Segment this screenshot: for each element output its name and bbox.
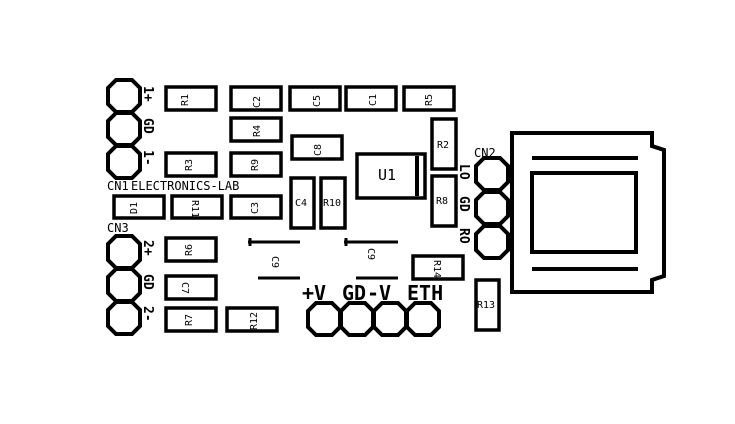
cn3-pad-3 — [106, 300, 142, 336]
svg-text:C9: C9 — [365, 248, 376, 260]
d1: D1 — [112, 194, 166, 220]
cn3-label: CN3 — [107, 221, 129, 235]
c3: C3 — [229, 194, 283, 220]
cn3-header: 2+ GD 2- — [106, 234, 155, 336]
r4: R4 — [229, 116, 283, 143]
svg-text:C8: C8 — [313, 144, 324, 156]
bottom-pad-2 — [339, 301, 375, 337]
r10: R10 — [319, 176, 347, 230]
cn3-pin-2-label: GD — [140, 274, 155, 290]
cn1-pad-3 — [106, 144, 142, 180]
svg-text:C3: C3 — [250, 202, 261, 214]
cn2-pad-3 — [474, 224, 510, 260]
svg-text:C1: C1 — [368, 94, 379, 106]
cn3-pad-1 — [106, 234, 142, 270]
cn2-pin-2-label: GD — [456, 196, 471, 212]
svg-text:R8: R8 — [436, 196, 448, 207]
c9-right: C9 — [344, 238, 398, 280]
r11: R11 — [170, 194, 224, 220]
svg-text:C9: C9 — [269, 256, 280, 268]
svg-text:R7: R7 — [184, 314, 195, 326]
cn2-pad-1 — [474, 156, 510, 192]
r8: R8 — [430, 174, 458, 228]
cn3-pin-3-label: 2- — [140, 306, 155, 322]
r2: R2 — [430, 117, 458, 171]
svg-text:R1: R1 — [180, 94, 191, 106]
svg-text:R4: R4 — [252, 125, 263, 137]
r3: R3 — [164, 151, 218, 178]
cn3-pad-2 — [106, 267, 142, 303]
bottom-header — [306, 301, 441, 337]
cn1-pin-3-label: 1- — [140, 150, 155, 166]
cn1-header: 1+ GD 1- — [106, 78, 155, 180]
cn2-pad-2 — [474, 190, 510, 226]
cn1-pin-1-label: 1+ — [140, 86, 155, 102]
c1: C1 — [344, 85, 398, 112]
u1: U1 — [355, 152, 427, 200]
svg-text:U1: U1 — [378, 166, 396, 184]
c9-left: C9 — [248, 238, 300, 280]
svg-text:R13: R13 — [477, 300, 495, 311]
cn1-pad-2 — [106, 111, 142, 147]
bottom-pad-3 — [372, 301, 408, 337]
r7: R7 — [164, 306, 218, 333]
c8: C8 — [290, 134, 344, 161]
r14: R14 — [411, 254, 465, 281]
cn3-pin-1-label: 2+ — [140, 240, 155, 256]
cn2-pin-3-label: RO — [456, 228, 471, 244]
bottom-pad-4 — [405, 301, 441, 337]
cn1-pad-1 — [106, 78, 142, 114]
r6: R6 — [164, 236, 218, 263]
r9: R9 — [229, 151, 283, 178]
svg-text:C7: C7 — [179, 282, 190, 294]
svg-text:R3: R3 — [184, 159, 195, 171]
svg-text:D1: D1 — [129, 202, 140, 214]
svg-text:R10: R10 — [323, 198, 341, 209]
c2: C2 — [229, 85, 283, 112]
svg-text:R6: R6 — [184, 244, 195, 256]
cn1-label: CN1 — [107, 179, 129, 193]
cn1-pin-2-label: GD — [140, 118, 155, 134]
svg-text:R9: R9 — [250, 159, 261, 171]
svg-text:R14: R14 — [431, 260, 442, 278]
r5: R5 — [402, 85, 456, 112]
svg-text:R2: R2 — [437, 140, 449, 151]
svg-text:R12: R12 — [249, 312, 260, 330]
c7: C7 — [164, 274, 218, 301]
svg-text:C2: C2 — [252, 96, 263, 108]
bottom-pad-1 — [306, 301, 342, 337]
r13: R13 — [474, 278, 501, 332]
svg-text:R11: R11 — [189, 200, 200, 218]
brand-label: ELECTRONICS-LAB — [131, 179, 239, 193]
svg-text:C5: C5 — [312, 95, 323, 107]
svg-text:C4: C4 — [295, 198, 307, 209]
c5: C5 — [288, 85, 342, 112]
cn2-pin-1-label: LO — [456, 164, 471, 180]
svg-text:R5: R5 — [424, 94, 435, 106]
r12: R12 — [225, 306, 279, 333]
audio-jack-outline — [510, 131, 666, 294]
cn2-header: LO GD RO — [456, 156, 510, 260]
c4: C4 — [289, 176, 316, 230]
r1: R1 — [164, 85, 218, 112]
